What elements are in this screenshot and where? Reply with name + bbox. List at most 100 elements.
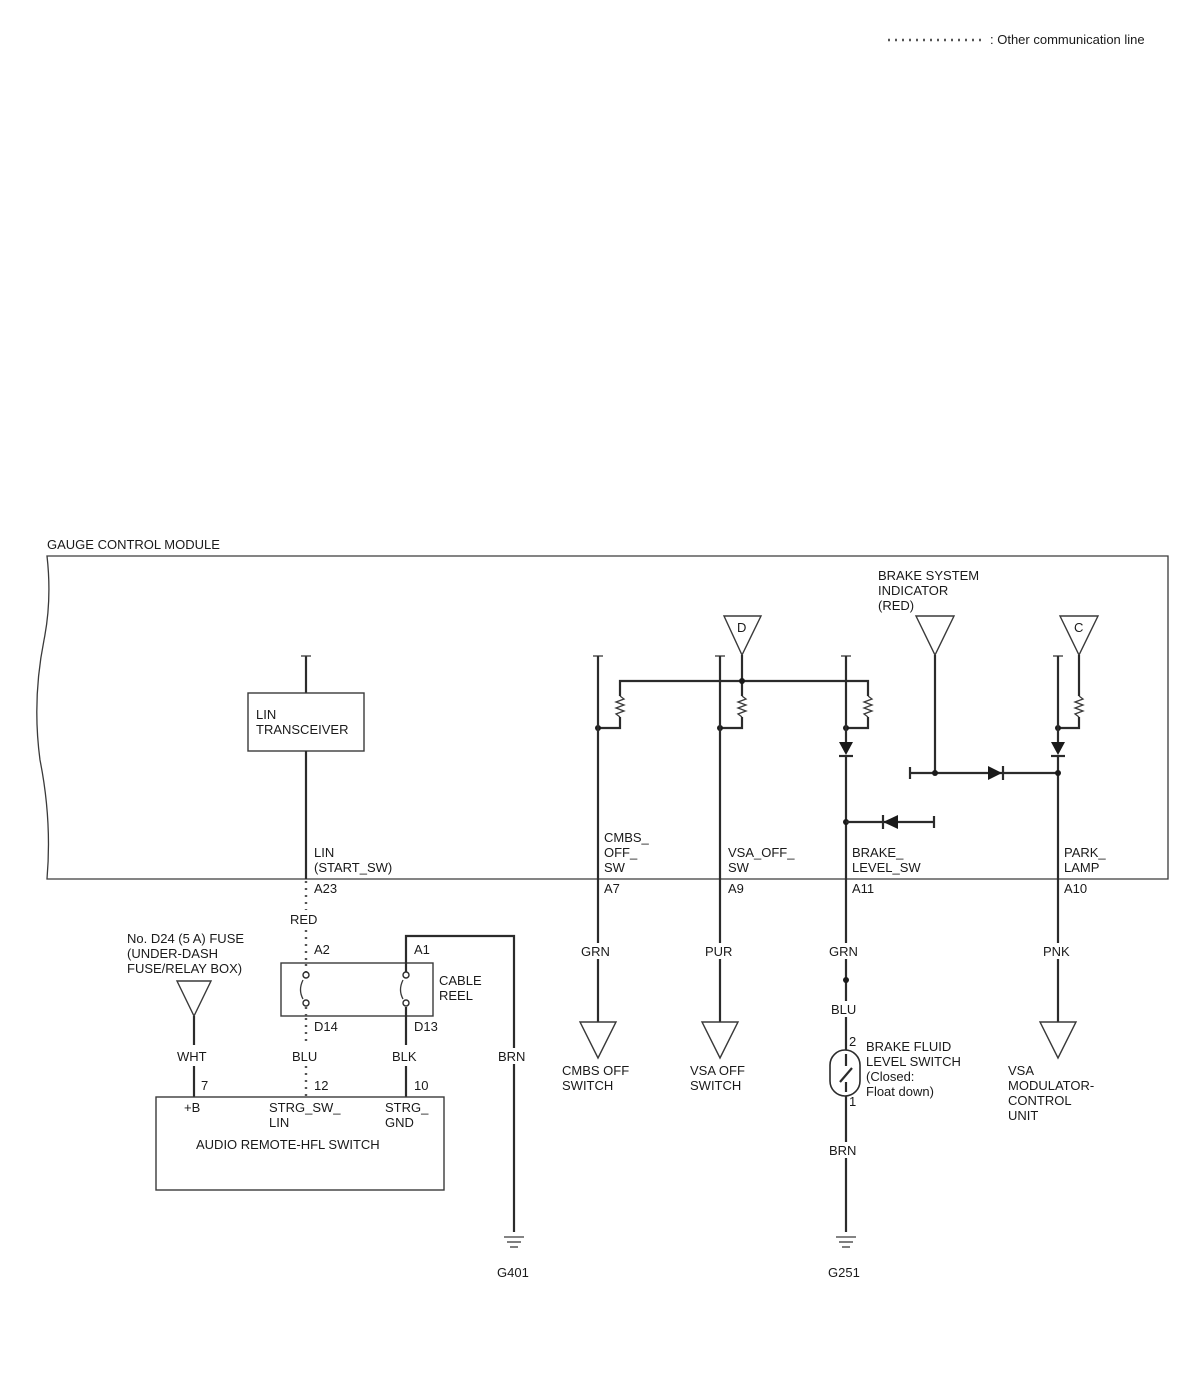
vsa-modulator-label-4: UNIT: [1008, 1108, 1038, 1123]
wire-color-blk: BLK: [392, 1049, 417, 1064]
internal-d-bus: D: [595, 615, 874, 731]
brake-fluid-label-4: Float down): [866, 1084, 934, 1099]
pnk-bg: [1040, 943, 1078, 959]
fuse-label-1: No. D24 (5 A) FUSE: [127, 931, 244, 946]
brake-pullup-link: [846, 717, 870, 730]
vsa-circuit: VSA_OFF_ SW A9 PUR VSA OFF SWITCH: [690, 655, 795, 1093]
pin-vsa-terminal: A9: [728, 881, 744, 896]
park-hbus-junction: [1055, 770, 1061, 776]
vsa-modulator-label-2: MODULATOR-: [1008, 1078, 1094, 1093]
park-pullup-link: [1058, 717, 1081, 730]
wire-color-brn-g251: BRN: [829, 1143, 856, 1158]
legend-text: : Other communication line: [990, 32, 1145, 47]
brake-indicator-diode-arrow: [988, 766, 1002, 780]
cmbs-switch-triangle: [578, 1021, 618, 1060]
pin-vsa-name-1: VSA_OFF_: [728, 845, 795, 860]
pin-park-name-2: LAMP: [1064, 860, 1099, 875]
ground-g251-label: G251: [828, 1265, 860, 1280]
pin-lin-terminal: A23: [314, 881, 337, 896]
brn-g251-bg: [826, 1142, 866, 1158]
brake-pullup-resistor: [862, 695, 874, 718]
cmbs-switch-label-2: SWITCH: [562, 1078, 613, 1093]
ground-g401-circuit: BRN G401: [404, 934, 530, 1280]
brake-fluid-pin-top: 2: [849, 1034, 856, 1049]
park-pullup-resistor: [1073, 695, 1085, 718]
pin-cmbs-terminal: A7: [604, 881, 620, 896]
audio-pin-label-b: +B: [184, 1100, 200, 1115]
brake-fluid-label-3: (Closed:: [866, 1069, 914, 1084]
vsa-switch-label-2: SWITCH: [690, 1078, 741, 1093]
ground-g401-label: G401: [497, 1265, 529, 1280]
fuse-label-3: FUSE/RELAY BOX): [127, 961, 242, 976]
ref-d-triangle: [722, 615, 763, 657]
vsa-modulator-label-1: VSA: [1008, 1063, 1034, 1078]
cable-reel-terminal-d14: D14: [314, 1019, 338, 1034]
pin-vsa-name-2: SW: [728, 860, 750, 875]
audio-pin-label-strg-gnd-1: STRG_: [385, 1100, 429, 1115]
cmbs-switch-label-1: CMBS OFF: [562, 1063, 629, 1078]
reel-to-audio-wires: BLU BLK: [292, 1016, 417, 1097]
module-title: GAUGE CONTROL MODULE: [47, 537, 220, 552]
reel-left-spring: [299, 979, 304, 1000]
grn-cmbs-bg: [578, 943, 618, 959]
wire-color-grn-brake: GRN: [829, 944, 858, 959]
vsa-switch-label-1: VSA OFF: [690, 1063, 745, 1078]
brake-fluid-contact-blade: [839, 1067, 853, 1083]
pin-brake-name-1: BRAKE_: [852, 845, 904, 860]
pin-park-name-1: PARK_: [1064, 845, 1106, 860]
pin-lin-name-2: (START_SW): [314, 860, 392, 875]
cable-reel-terminal-a2: A2: [314, 942, 330, 957]
cmbs-pullup-link: [598, 717, 622, 730]
audio-pin-label-strg-gnd-2: GND: [385, 1115, 414, 1130]
pin-cmbs-name-2: OFF_: [604, 845, 638, 860]
cable-reel-terminal-a1: A1: [414, 942, 430, 957]
legend: : Other communication line: [888, 32, 1145, 47]
brake-fluid-pin-bottom: 1: [849, 1094, 856, 1109]
pin-park-terminal: A10: [1064, 881, 1087, 896]
cable-reel-label-1: CABLE: [439, 973, 482, 988]
vsa-switch-triangle: [700, 1021, 740, 1060]
pin-cmbs-name-3: SW: [604, 860, 626, 875]
cable-reel-terminal-d13: D13: [414, 1019, 438, 1034]
wire-color-red: RED: [290, 912, 317, 927]
brake-diode-arrow: [839, 742, 853, 755]
grn-brake-bg: [826, 943, 866, 959]
brn-wire-g401: [404, 934, 516, 1232]
reel-right-spring: [399, 979, 404, 1000]
audio-pin-number-7: 7: [201, 1078, 208, 1093]
ref-c-triangle: [1058, 615, 1100, 657]
wire-color-pur: PUR: [705, 944, 732, 959]
reel-right-contact-bottom: [402, 999, 410, 1007]
brake-system-indicator: BRAKE SYSTEM INDICATOR (RED): [878, 568, 1058, 780]
audio-pin-label-strg-sw-2: LIN: [269, 1115, 289, 1130]
audio-pin-number-12: 12: [314, 1078, 328, 1093]
brake-indicator-label-3: (RED): [878, 598, 914, 613]
cable-reel-label-2: REEL: [439, 988, 473, 1003]
pin-lin-name-1: LIN: [314, 845, 334, 860]
wire-color-blu-brake: BLU: [831, 1002, 856, 1017]
cable-reel: A2 A1 D14 D13 CABLE REEL: [280, 942, 482, 1034]
lin-transceiver-label-2: TRANSCEIVER: [256, 722, 348, 737]
vsa-modulator-triangle: [1038, 1021, 1078, 1060]
gauge-control-module: GAUGE CONTROL MODULE: [36, 537, 1169, 880]
pin-brake-terminal: A11: [852, 881, 874, 896]
cable-reel-box: [280, 962, 434, 1017]
brake-fluid-label-1: BRAKE FLUID: [866, 1039, 951, 1054]
vsa-pullup-link: [720, 717, 744, 730]
brake-side-diode-arrow: [883, 815, 898, 829]
brn-label-bg: [498, 1048, 530, 1064]
d-bus-wire: [618, 679, 870, 696]
ref-c-label: C: [1074, 620, 1083, 635]
wire-color-grn-cmbs: GRN: [581, 944, 610, 959]
audio-switch-title: AUDIO REMOTE-HFL SWITCH: [196, 1137, 380, 1152]
lin-transceiver-label-1: LIN: [256, 707, 276, 722]
reel-left-contact-bottom: [302, 999, 310, 1007]
wire-color-brn-g401: BRN: [498, 1049, 525, 1064]
lin-transceiver-box: [247, 692, 365, 752]
vsa-modulator-label-3: CONTROL: [1008, 1093, 1072, 1108]
fuse-triangle: [175, 980, 213, 1018]
pin-brake-name-2: LEVEL_SW: [852, 860, 921, 875]
audio-switch-box: [155, 1096, 445, 1191]
